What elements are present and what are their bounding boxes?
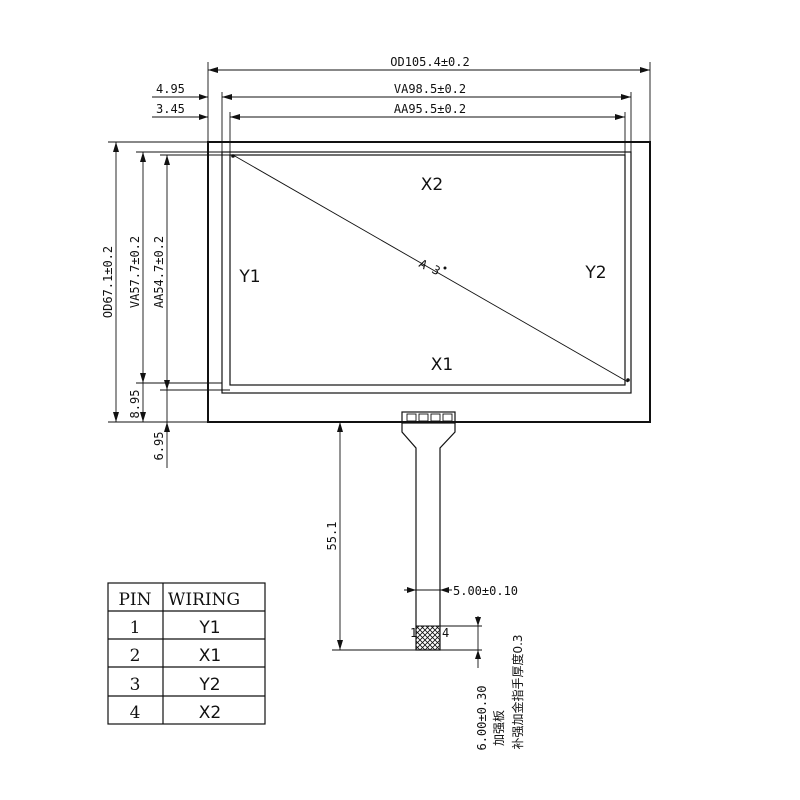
- table-cell-wiring: X1: [199, 646, 221, 666]
- view-marker-2: 3: [430, 262, 443, 278]
- table-cell-wiring: Y1: [198, 618, 220, 638]
- view-marker: A: [417, 256, 431, 272]
- active-area-diagonal: [232, 154, 629, 383]
- dim-left-offset-aa: 3.45: [156, 102, 185, 116]
- electrode-label-x1: X1: [431, 355, 453, 375]
- dim-arrow: [337, 640, 343, 650]
- dim-bottom-offset-va: 8.95: [128, 390, 142, 419]
- dim-va-width: VA98.5±0.2: [394, 82, 466, 96]
- stiffener-label: 加强板: [492, 710, 506, 746]
- dim-tail-length: 55.1: [325, 522, 339, 551]
- diagonal-start-dot: [231, 154, 235, 158]
- dim-arrow: [164, 380, 170, 390]
- stiffener-note: 补强加金指手厚度0.3: [510, 634, 525, 749]
- diagonal-end-dot: [626, 378, 630, 382]
- table-cell-pin: 1: [130, 618, 141, 638]
- dim-arrow: [140, 373, 146, 383]
- dim-va-height: VA57.7±0.2: [128, 236, 142, 308]
- active-area-outline: [229, 154, 626, 386]
- dim-arrow: [407, 587, 416, 593]
- pin-first-label: 1: [410, 626, 417, 640]
- dim-arrow: [230, 114, 240, 120]
- table-header-wiring: WIRING: [168, 590, 240, 610]
- view-marker-dot: [443, 266, 447, 270]
- dim-arrow: [199, 94, 208, 100]
- dim-arrow: [208, 67, 218, 73]
- dim-arrow: [475, 617, 481, 626]
- dim-tail-width: 5.00±0.10: [453, 584, 518, 598]
- dim-arrow: [615, 114, 625, 120]
- dim-arrow: [475, 650, 481, 659]
- dim-aa-width: AA95.5±0.2: [394, 102, 466, 116]
- pin-last-label: 4: [442, 626, 449, 640]
- dim-arrow: [199, 114, 208, 120]
- table-cell-wiring: X2: [199, 703, 221, 723]
- dim-arrow: [640, 67, 650, 73]
- table-cell-pin: 4: [130, 703, 141, 723]
- dim-arrow: [140, 412, 146, 422]
- dim-arrow: [621, 94, 631, 100]
- dim-arrow: [164, 422, 170, 432]
- electrode-label-x2: X2: [421, 175, 443, 195]
- dim-connector-length: 6.00±0.30: [475, 685, 489, 750]
- dim-left-offset-va: 4.95: [156, 82, 185, 96]
- pin-wiring-table: [107, 582, 266, 725]
- table-cell-pin: 3: [130, 675, 141, 695]
- dim-arrow: [113, 142, 119, 152]
- dim-od-height: OD67.1±0.2: [101, 246, 115, 318]
- view-area-outline: [221, 151, 632, 394]
- table-cell-pin: 2: [130, 646, 141, 666]
- dim-arrow: [140, 152, 146, 162]
- electrode-label-y1: Y1: [238, 267, 260, 287]
- dim-aa-height: AA54.7±0.2: [152, 236, 166, 308]
- dim-arrow: [440, 587, 449, 593]
- dim-od-width: OD105.4±0.2: [390, 55, 469, 69]
- dim-bottom-offset-od: 6.95: [152, 432, 166, 461]
- dim-arrow: [113, 412, 119, 422]
- dim-arrow: [337, 422, 343, 432]
- stiffener-hatch: [415, 625, 441, 651]
- table-cell-wiring: Y2: [198, 675, 220, 695]
- table-header-pin: PIN: [118, 590, 151, 610]
- electrode-label-y2: Y2: [584, 263, 606, 283]
- dim-arrow: [164, 155, 170, 165]
- dim-arrow: [222, 94, 232, 100]
- fpc-tail: [401, 411, 456, 651]
- outer-outline: [207, 141, 651, 423]
